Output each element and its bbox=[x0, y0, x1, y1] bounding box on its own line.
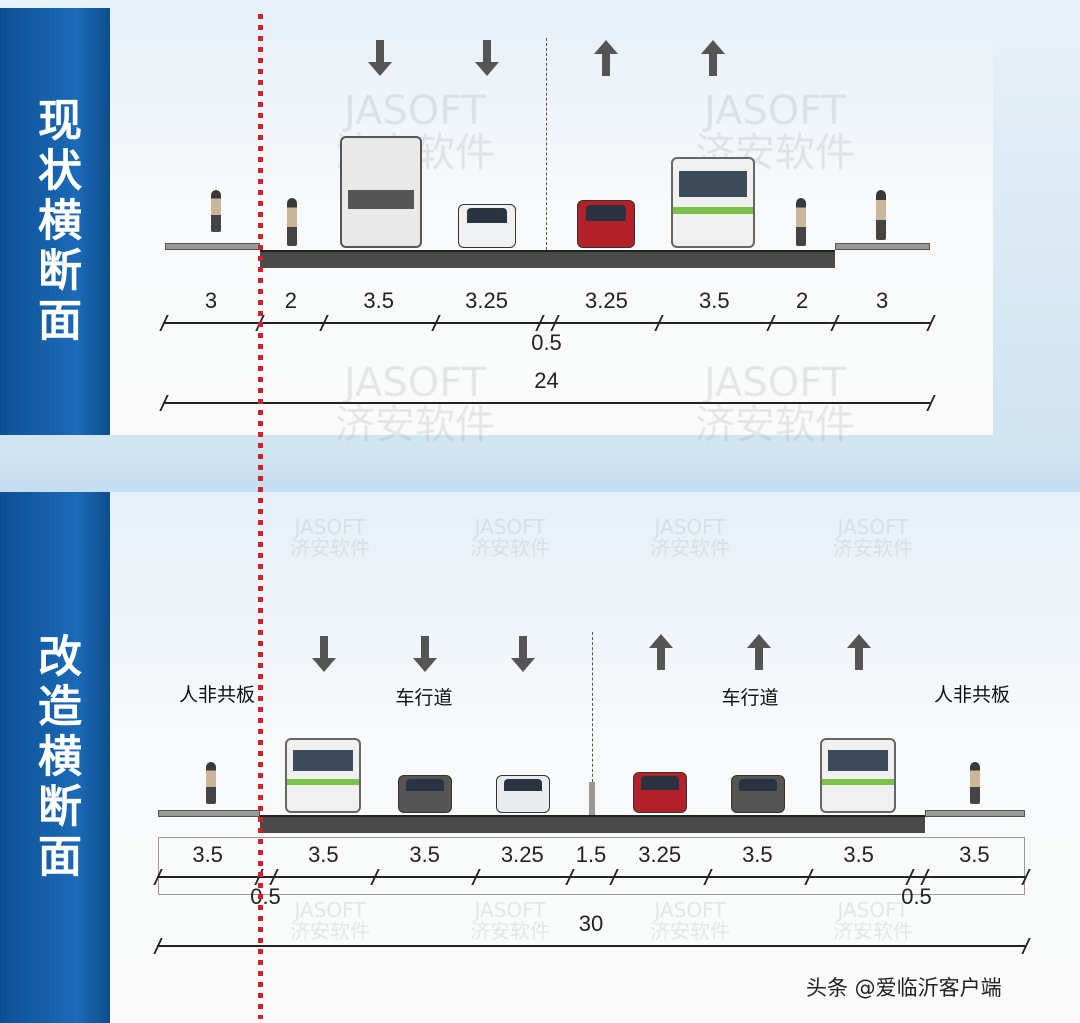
dimension-label: 2 bbox=[284, 288, 297, 313]
zone-label-right-side: 人非共板 bbox=[933, 684, 1011, 706]
total-dimension-label: 30 bbox=[578, 911, 604, 936]
dimension-line bbox=[157, 876, 1025, 878]
bus bbox=[671, 157, 755, 248]
car bbox=[496, 775, 550, 813]
arrow-up-icon bbox=[649, 634, 673, 670]
dimension-label: 3.25 bbox=[638, 842, 682, 867]
dimension-label: 0.5 bbox=[901, 884, 932, 909]
pedestrian bbox=[211, 190, 221, 232]
roadway bbox=[260, 250, 835, 268]
arrow-down-icon bbox=[368, 40, 392, 76]
roadway bbox=[260, 815, 925, 833]
reconstructed-section-panel bbox=[110, 492, 1080, 1023]
arrow-up-icon bbox=[701, 40, 725, 76]
car bbox=[577, 200, 635, 248]
cyclist bbox=[796, 198, 806, 246]
car bbox=[398, 775, 452, 813]
sidewalk-left bbox=[165, 243, 260, 250]
dimension-label: 3.5 bbox=[192, 842, 223, 867]
sidewalk-left bbox=[158, 810, 260, 817]
bus bbox=[820, 738, 896, 813]
zone-label-left-side: 人非共板 bbox=[178, 684, 256, 706]
road-outline bbox=[158, 837, 1025, 895]
pedestrian bbox=[876, 190, 886, 240]
pedestrian bbox=[206, 762, 216, 804]
dimension-label: 3.5 bbox=[409, 842, 440, 867]
dimension-label: 0.5 bbox=[250, 884, 281, 909]
zone-label-right-road: 车行道 bbox=[721, 687, 779, 709]
total-dimension-line bbox=[157, 945, 1025, 947]
car bbox=[458, 204, 516, 248]
dimension-label: 3.5 bbox=[308, 842, 339, 867]
truck bbox=[340, 136, 422, 248]
zone-label-left-road: 车行道 bbox=[395, 687, 453, 709]
sidewalk-right bbox=[835, 243, 930, 250]
reconstructed-section-label: 改造横断面 bbox=[0, 492, 110, 1023]
bus bbox=[285, 738, 361, 813]
median-pole bbox=[589, 782, 595, 815]
car bbox=[633, 772, 687, 813]
arrow-down-icon bbox=[511, 636, 535, 672]
current-section-panel bbox=[110, 8, 993, 435]
dimension-label: 3.5 bbox=[843, 842, 874, 867]
arrow-down-icon bbox=[312, 636, 336, 672]
dimension-label: 0.5 bbox=[531, 330, 562, 355]
dimension-label: 3.5 bbox=[698, 288, 730, 313]
dimension-label: 3 bbox=[204, 288, 218, 313]
dimension-label: 1.5 bbox=[575, 842, 607, 867]
dimension-label: 3.5 bbox=[959, 842, 990, 867]
dimension-label: 2 bbox=[796, 288, 809, 313]
arrow-up-icon bbox=[747, 634, 771, 670]
arrow-up-icon bbox=[594, 40, 618, 76]
dimension-line bbox=[163, 322, 930, 324]
center-line bbox=[592, 632, 593, 782]
cyclist bbox=[287, 198, 297, 246]
dimension-label: 3.25 bbox=[465, 288, 508, 313]
dimension-label: 3.5 bbox=[742, 842, 773, 867]
dimension-label: 3.5 bbox=[363, 288, 395, 313]
dimension-label: 3.25 bbox=[500, 842, 544, 867]
center-line bbox=[546, 38, 547, 250]
sidewalk-right bbox=[925, 810, 1025, 817]
total-dimension-line bbox=[163, 402, 930, 404]
dimension-label: 3 bbox=[875, 288, 889, 313]
dimension-label: 3.25 bbox=[585, 288, 628, 313]
arrow-down-icon bbox=[413, 636, 437, 672]
pedestrian bbox=[970, 762, 980, 804]
total-dimension-label: 24 bbox=[534, 368, 559, 393]
arrow-up-icon bbox=[847, 634, 871, 670]
arrow-down-icon bbox=[475, 40, 499, 76]
reference-red-dotted-line bbox=[258, 14, 263, 1019]
footer-source: 头条 @爱临沂客户端 bbox=[806, 976, 1002, 1000]
current-section-label: 现状横断面 bbox=[0, 8, 110, 435]
car bbox=[731, 775, 785, 813]
